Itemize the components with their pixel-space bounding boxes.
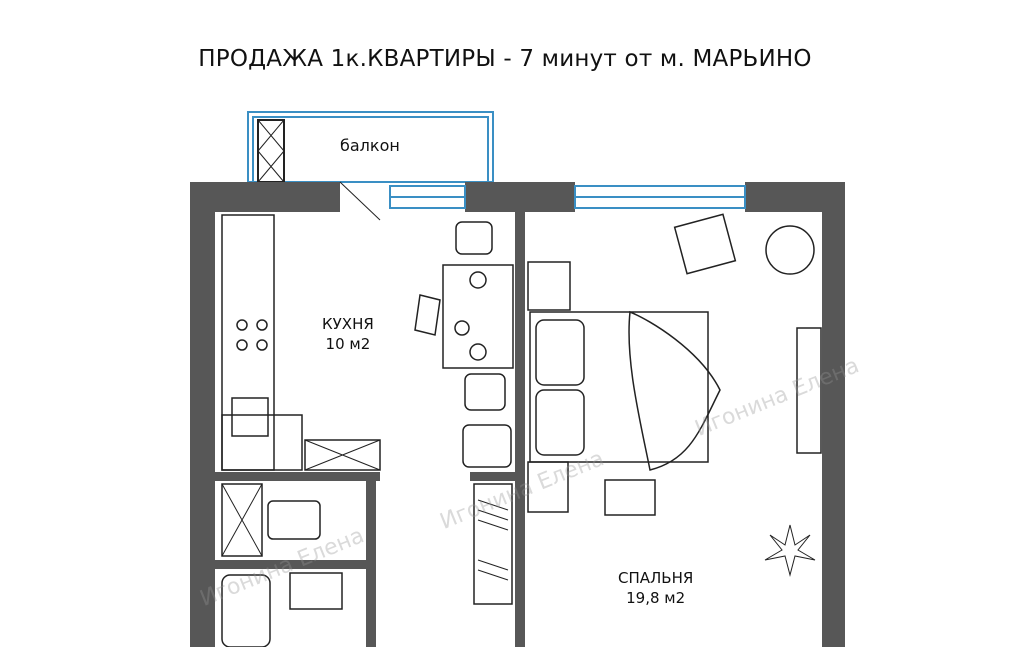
balcony-label: балкон [340,136,400,155]
furniture [221,213,822,647]
bedroom-name: СПАЛЬНЯ [618,569,694,587]
balcony-door [339,181,381,221]
kitchen-label: КУХНЯ 10 м2 [322,314,374,354]
bedroom-label: СПАЛЬНЯ 19,8 м2 [618,568,693,608]
kitchen-name: КУХНЯ [322,315,374,333]
windows [389,185,746,209]
bedroom-area: 19,8 м2 [626,589,686,607]
page-title: ПРОДАЖА 1к.КВАРТИРЫ - 7 минут от м. МАРЬ… [198,46,812,72]
balcony [247,111,494,183]
kitchen-area: 10 м2 [325,335,371,353]
walls [190,182,845,647]
